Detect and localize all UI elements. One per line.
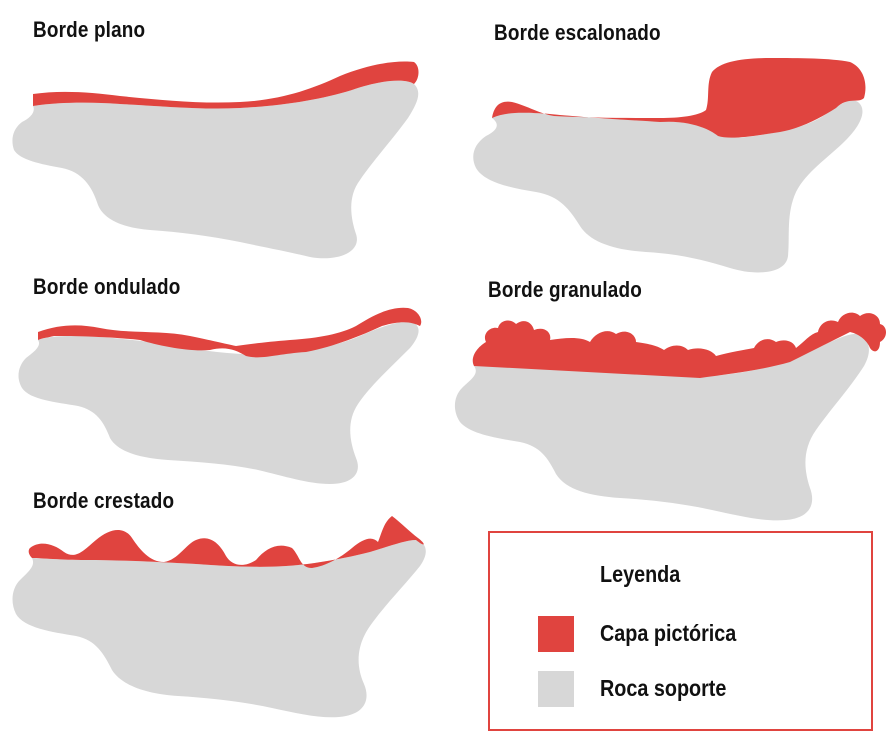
rock-support (12, 540, 426, 718)
panel-borde-crestado: Borde crestado (0, 486, 440, 722)
legend-swatch-paint-layer (538, 616, 574, 652)
legend-label-rock-support: Roca soporte (600, 675, 727, 701)
rock-cross-section (473, 58, 866, 273)
legend: Leyenda Capa pictórica Roca soporte (488, 531, 873, 731)
paint-layer (38, 307, 422, 358)
legend-label-paint-layer: Capa pictórica (600, 620, 737, 646)
paint-layer (492, 58, 866, 138)
rock-support (18, 321, 419, 484)
paint-layer (28, 516, 424, 568)
rock-cross-section (12, 61, 419, 259)
rock-cross-section (454, 312, 886, 521)
legend-title: Leyenda (600, 561, 681, 587)
rock-support (473, 100, 863, 273)
paint-layer (472, 312, 886, 378)
panel-title: Borde plano (33, 17, 146, 42)
rock-support (454, 333, 869, 521)
panel-borde-plano: Borde plano (0, 0, 440, 262)
rock-support (12, 80, 419, 259)
rock-cross-section (12, 516, 426, 718)
panel-title: Borde granulado (488, 277, 642, 302)
panel-borde-escalonado: Borde escalonado (440, 0, 889, 280)
panel-borde-ondulado: Borde ondulado (0, 262, 440, 486)
panel-title: Borde ondulado (33, 274, 181, 299)
legend-swatch-rock-support (538, 671, 574, 707)
rock-cross-section (18, 307, 422, 484)
paint-layer (33, 61, 419, 109)
panel-title: Borde escalonado (494, 20, 661, 45)
panel-borde-granulado: Borde granulado (440, 262, 889, 524)
panel-title: Borde crestado (33, 488, 175, 513)
